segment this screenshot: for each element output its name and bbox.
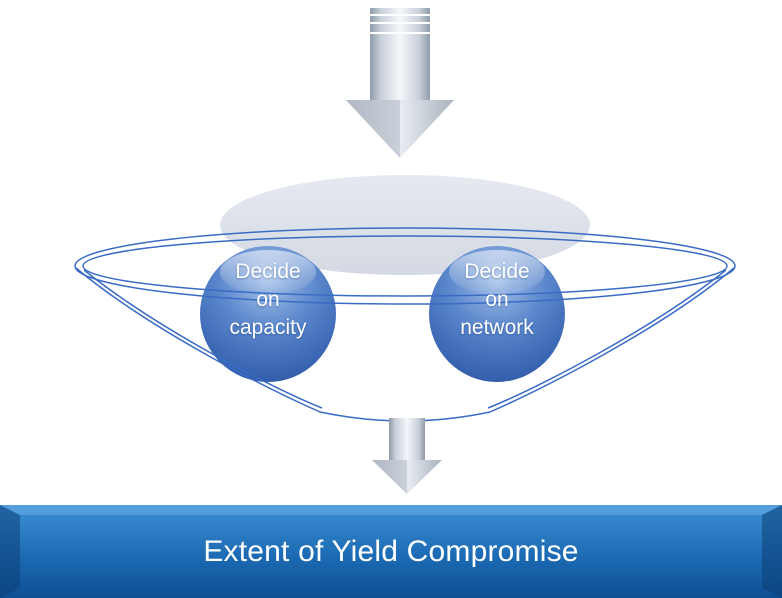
network-label: Decide on network xyxy=(432,258,562,342)
arrow-down-large-icon xyxy=(346,8,454,158)
result-box-bg xyxy=(0,505,782,598)
arrow-down-small-icon xyxy=(372,418,442,494)
capacity-label-line-1: Decide xyxy=(235,260,301,283)
result-box: Extent of Yield Compromise xyxy=(0,505,782,598)
capacity-ball xyxy=(200,246,336,382)
network-ball xyxy=(429,246,565,382)
network-label-line-2: on xyxy=(485,288,509,311)
result-label: Extent of Yield Compromise xyxy=(203,534,579,568)
capacity-label-line-2: on xyxy=(256,288,280,311)
capacity-label: Decide on capacity xyxy=(203,258,333,342)
network-label-line-3: network xyxy=(460,316,534,339)
capacity-label-line-3: capacity xyxy=(229,316,307,339)
network-label-line-1: Decide xyxy=(464,260,530,283)
